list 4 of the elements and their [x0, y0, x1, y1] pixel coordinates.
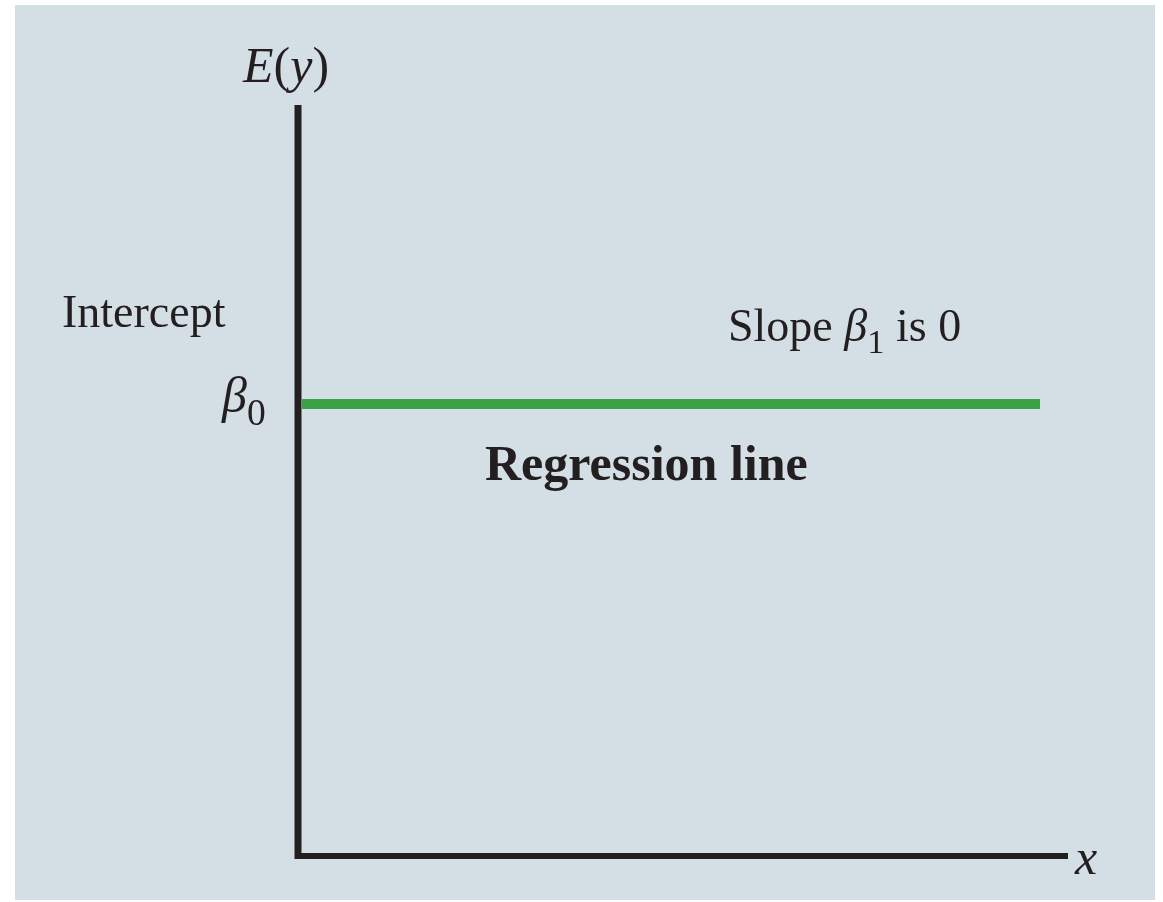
annotation: β$_{0}$: [222, 370, 266, 432]
axis-label: x: [1075, 832, 1098, 882]
annotation: Intercept: [62, 289, 226, 335]
annotation: Slope β$_{1}$ is 0: [728, 303, 962, 359]
